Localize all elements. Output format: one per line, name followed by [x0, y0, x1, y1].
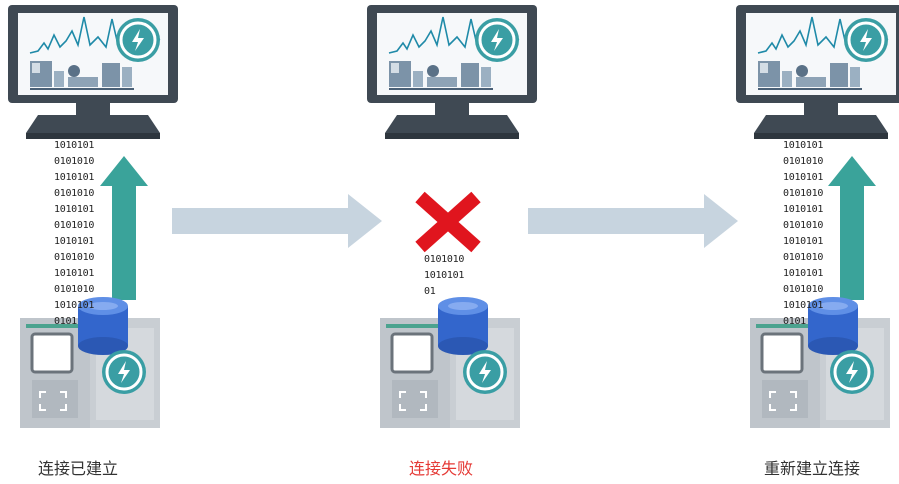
binary-line: 1010101	[783, 236, 824, 247]
binary-line: 0101010	[54, 188, 95, 199]
caption-connected: 连接已建立	[38, 459, 119, 478]
caption-reconnected: 重新建立连接	[764, 459, 861, 478]
lightning-bolt-icon	[473, 16, 521, 64]
binary-line: 0101	[783, 316, 806, 327]
lightning-bolt-icon	[114, 16, 162, 64]
upload-arrow	[100, 156, 148, 300]
lightning-bolt-icon	[828, 348, 876, 396]
binary-line: 1010101	[783, 300, 824, 311]
panel-reconnected	[735, 4, 899, 430]
binary-line: 1010101	[54, 140, 95, 151]
binary-line: 1010101	[54, 236, 95, 247]
binary-line: 0101010	[783, 284, 824, 295]
binary-line: 0101010	[783, 156, 824, 167]
binary-line: 1010101	[54, 300, 95, 311]
binary-line: 0101010	[54, 284, 95, 295]
binary-line: 0101010	[54, 252, 95, 263]
flow-arrow-2	[528, 194, 738, 248]
binary-line: 0101010	[424, 254, 465, 265]
flow-arrow-1	[172, 194, 382, 248]
binary-line: 0101	[54, 316, 77, 327]
binary-line: 0101010	[54, 156, 95, 167]
binary-line: 0101010	[783, 188, 824, 199]
binary-line: 01	[424, 286, 436, 297]
binary-line: 0101010	[783, 220, 824, 231]
database-cylinder-icon	[438, 297, 488, 355]
binary-line: 1010101	[783, 172, 824, 183]
upload-arrow	[828, 156, 876, 300]
binary-line: 1010101	[783, 204, 824, 215]
binary-line: 1010101	[424, 270, 465, 281]
x-mark-icon	[415, 191, 481, 253]
binary-line: 0101010	[783, 252, 824, 263]
lightning-bolt-icon	[842, 16, 890, 64]
binary-line: 1010101	[783, 268, 824, 279]
binary-line: 1010101	[54, 268, 95, 279]
binary-line: 1010101	[54, 204, 95, 215]
panel-connected	[7, 4, 179, 430]
binary-line: 0101010	[54, 220, 95, 231]
binary-line: 1010101	[54, 172, 95, 183]
lightning-bolt-icon	[100, 348, 148, 396]
caption-failed: 连接失败	[409, 459, 474, 478]
panel-failed	[366, 4, 538, 430]
binary-line: 1010101	[783, 140, 824, 151]
lightning-bolt-icon	[461, 348, 509, 396]
